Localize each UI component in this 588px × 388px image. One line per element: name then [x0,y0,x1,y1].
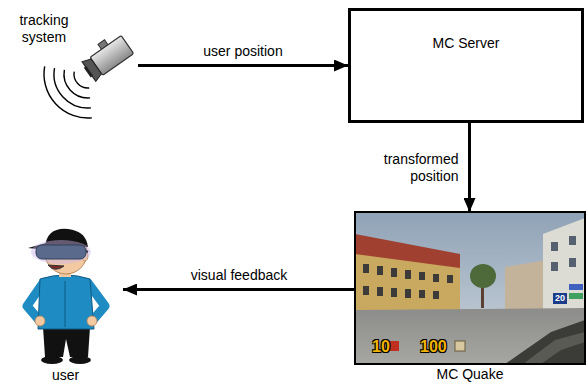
node-label: user [0,367,153,384]
hud-number: 20 [553,293,567,304]
arrow-connector [123,288,355,291]
user-node: user [8,215,123,365]
edge-label: visual feedback [188,267,291,284]
node-label: MC Server [351,35,581,52]
ammo-number: 100 [420,339,447,355]
edge-label: transformed position [368,151,462,185]
camera-icon [8,8,138,143]
arrow-connector [468,123,471,212]
tracking-system-node: tracking system [8,8,138,143]
user-figure [8,215,123,365]
node-label: tracking system [8,12,80,46]
server-box: MC Server [348,8,584,123]
edge-label: user position [200,43,285,60]
node-label: MC Quake [325,366,588,383]
arrow-connector [138,64,348,67]
health-number: 10 [372,339,390,355]
